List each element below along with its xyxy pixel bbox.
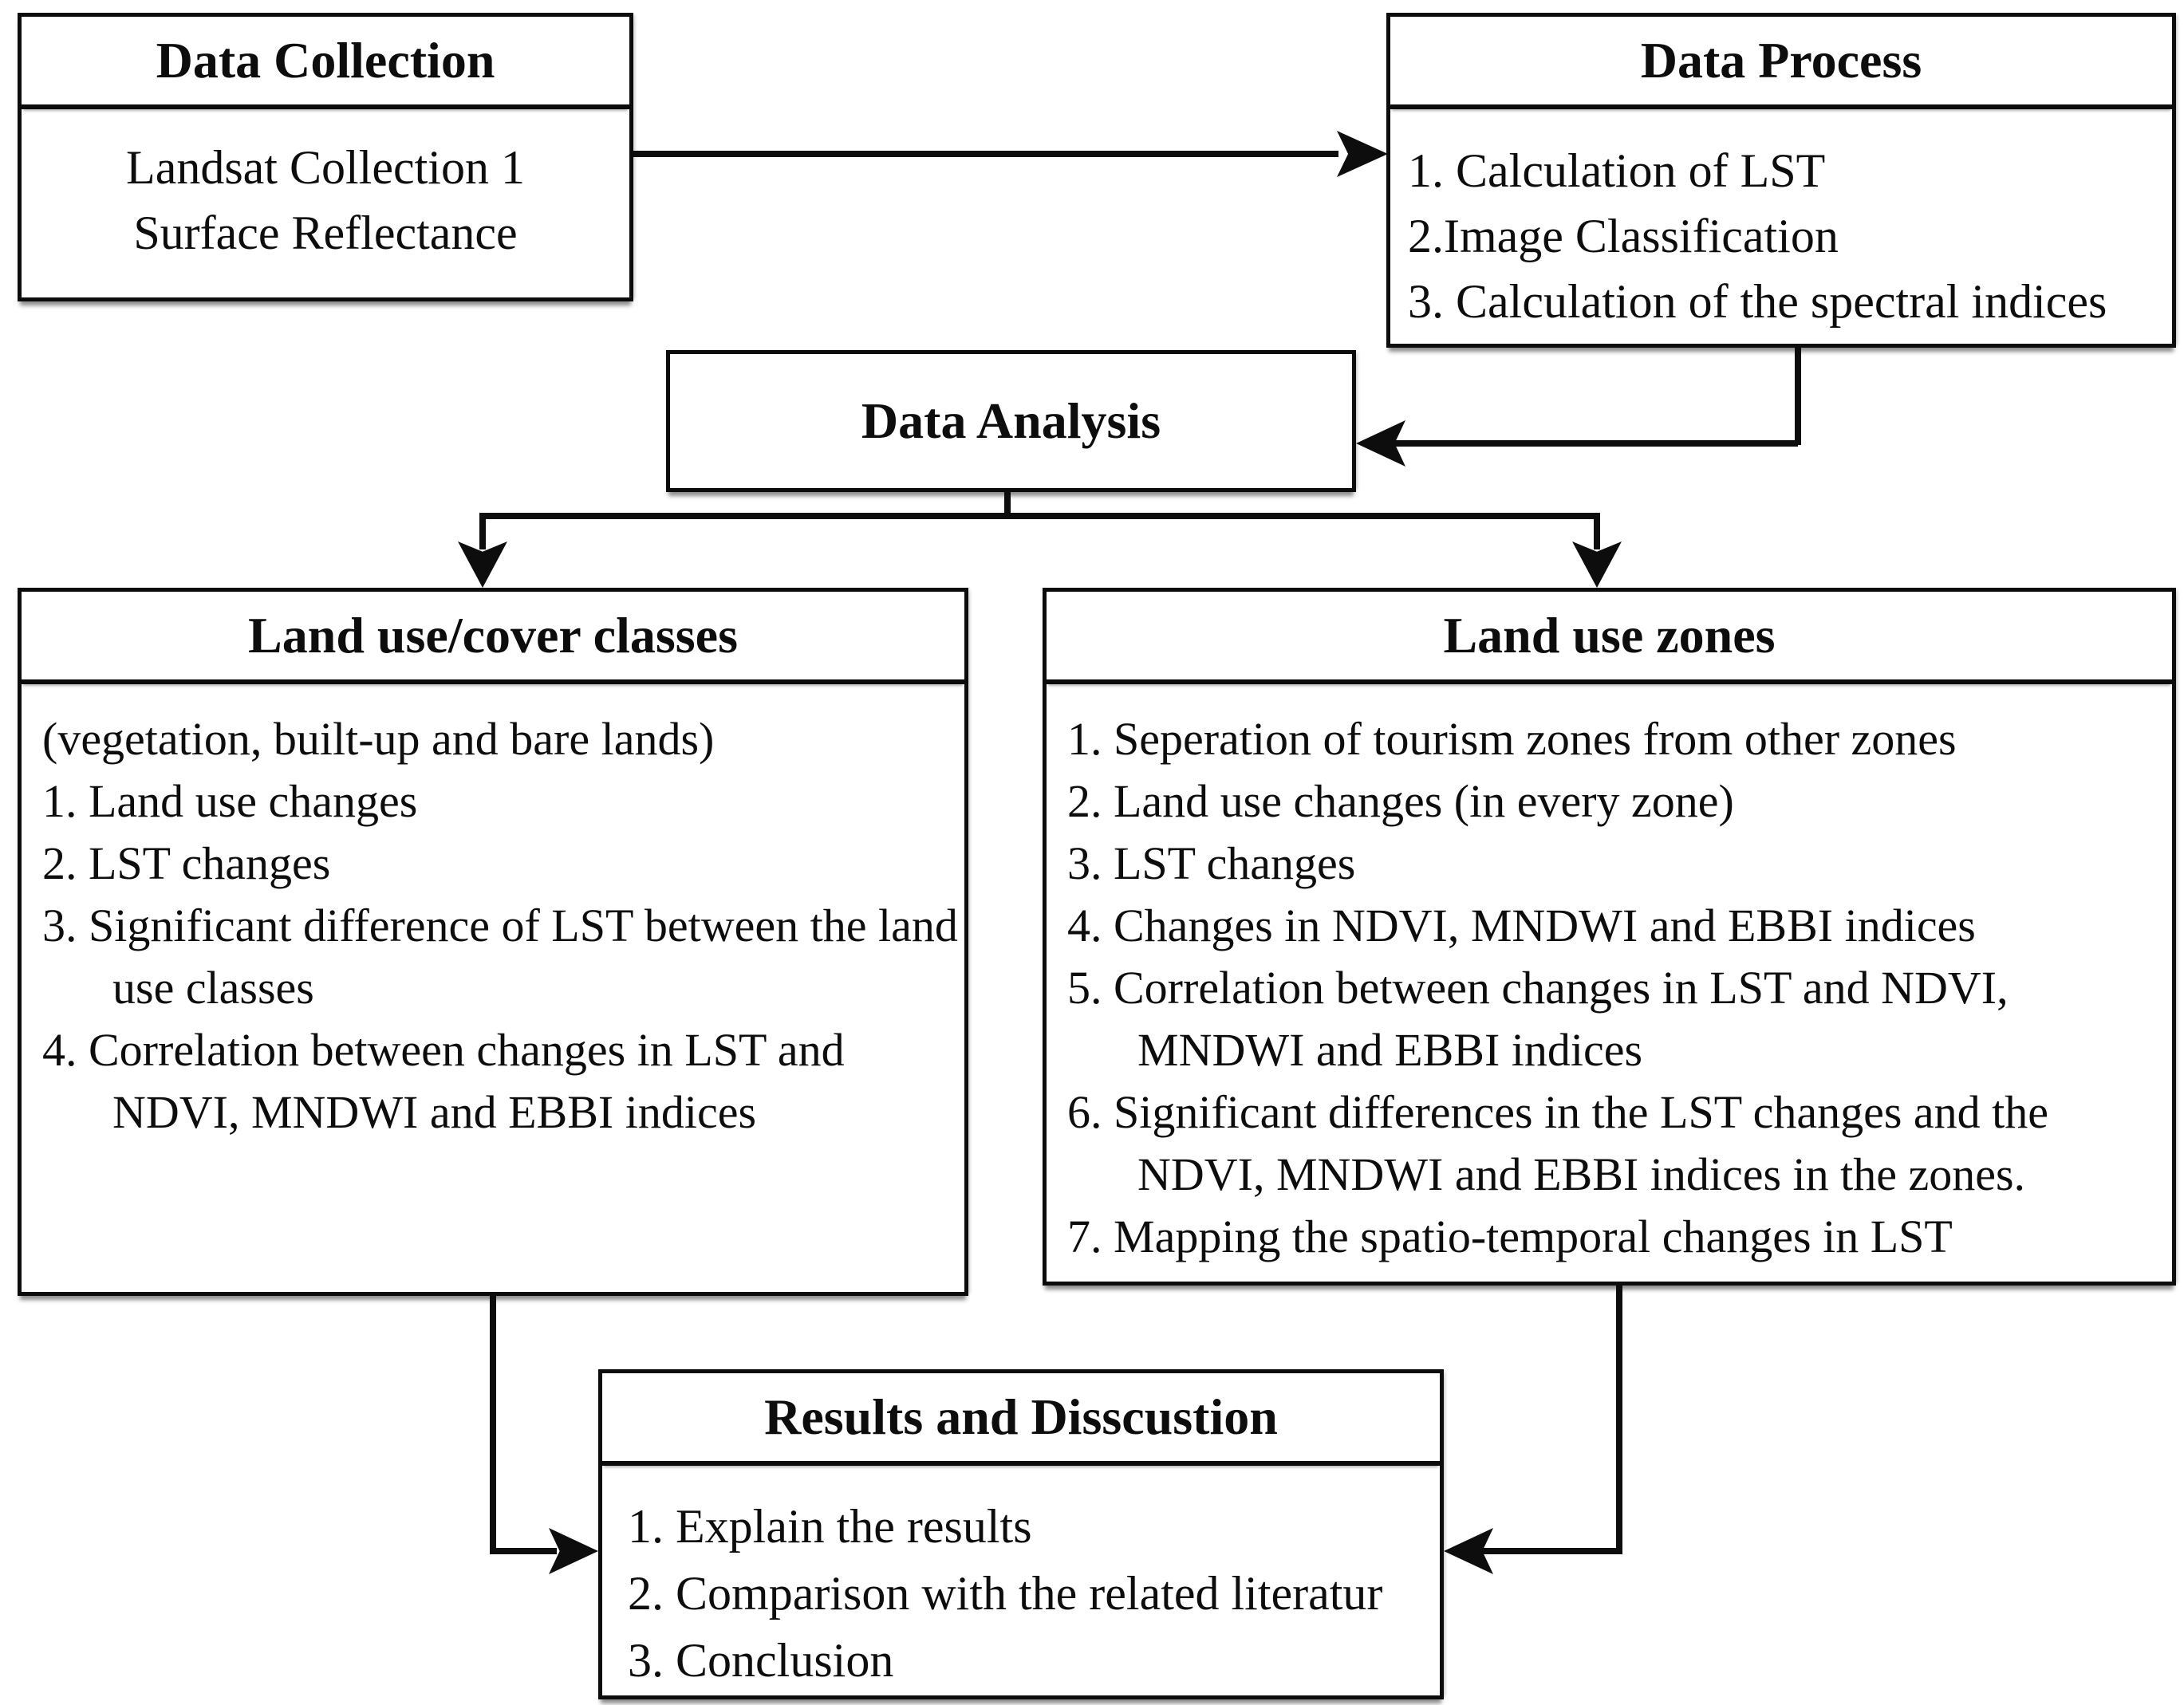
box-data-process-body: 1. Calculation of LST 2.Image Classifica…: [1390, 109, 2172, 334]
box-land-use-cover-title: Land use/cover classes: [22, 592, 964, 684]
list-item: (vegetation, built-up and bare lands): [42, 713, 715, 765]
list-item: 5. Correlation between changes in LST an…: [1067, 962, 2009, 1076]
list-item: 3. Significant difference of LST between…: [42, 900, 958, 1014]
connector-cover-to-results-vertical: [490, 1294, 496, 1554]
data-collection-line: Landsat Collection 1: [126, 141, 525, 194]
list-item: 3. Conclusion: [628, 1634, 894, 1687]
box-data-process: Data Process 1. Calculation of LST 2.Ima…: [1386, 13, 2176, 348]
list-item: 1. Seperation of tourism zones from othe…: [1067, 713, 1957, 765]
list-item: 1. Explain the results: [628, 1500, 1032, 1553]
box-data-collection: Data Collection Landsat Collection 1 Sur…: [18, 13, 633, 301]
connector-branch-horizontal: [479, 513, 1600, 519]
list-item: 2. Comparison with the related literatur: [628, 1567, 1383, 1620]
box-data-collection-title: Data Collection: [22, 17, 629, 109]
list-item: 1. Land use changes: [42, 775, 418, 827]
box-results-title: Results and Disscustion: [602, 1373, 1440, 1466]
list-item: 2. LST changes: [42, 837, 331, 889]
list-item: 1. Calculation of LST: [1408, 144, 1826, 197]
connector-process-to-analysis-vertical: [1795, 348, 1801, 445]
arrowhead-right-icon: [1337, 131, 1388, 177]
connector-collection-to-process: [633, 151, 1338, 157]
box-land-use-cover: Land use/cover classes (vegetation, buil…: [18, 588, 968, 1296]
box-land-use-cover-body: (vegetation, built-up and bare lands) 1.…: [22, 684, 964, 1144]
connector-branch-right-vertical: [1594, 516, 1600, 549]
connector-zones-to-results-horizontal: [1480, 1548, 1622, 1554]
box-land-use-zones-body: 1. Seperation of tourism zones from othe…: [1047, 684, 2172, 1268]
box-land-use-zones: Land use zones 1. Seperation of tourism …: [1043, 588, 2176, 1286]
box-data-analysis: Data Analysis: [666, 350, 1356, 492]
connector-cover-to-results-horizontal: [490, 1548, 557, 1554]
box-results: Results and Disscustion 1. Explain the r…: [598, 1369, 1444, 1699]
connector-analysis-stub: [1004, 490, 1011, 518]
list-item: 7. Mapping the spatio-temporal changes i…: [1067, 1211, 1953, 1262]
box-data-process-title: Data Process: [1390, 17, 2172, 109]
box-data-collection-body: Landsat Collection 1 Surface Reflectance: [22, 109, 629, 266]
box-data-analysis-title: Data Analysis: [861, 392, 1161, 449]
connector-branch-left-vertical: [479, 516, 486, 549]
list-item: 6. Significant differences in the LST ch…: [1067, 1086, 2049, 1200]
connector-zones-to-results-vertical: [1616, 1286, 1622, 1554]
list-item: 4. Changes in NDVI, MNDWI and EBBI indic…: [1067, 900, 1976, 951]
box-results-body: 1. Explain the results 2. Comparison wit…: [602, 1466, 1440, 1694]
list-item: 2. Land use changes (in every zone): [1067, 775, 1734, 827]
list-item: 3. LST changes: [1067, 837, 1356, 889]
list-item: 4. Correlation between changes in LST an…: [42, 1024, 845, 1138]
connector-process-to-analysis-horizontal: [1392, 440, 1798, 447]
box-land-use-zones-title: Land use zones: [1047, 592, 2172, 684]
list-item: 3. Calculation of the spectral indices: [1408, 275, 2107, 328]
data-collection-line: Surface Reflectance: [133, 207, 518, 259]
list-item: 2.Image Classification: [1408, 210, 1839, 262]
